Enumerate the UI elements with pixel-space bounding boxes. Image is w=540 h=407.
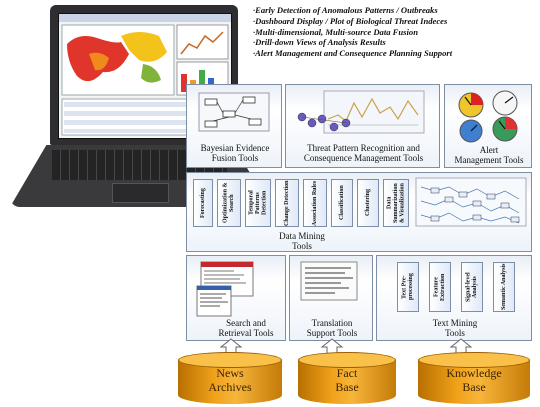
db-knowledge-line1: Knowledge [446, 366, 502, 380]
database-fact-base: Fact Base [298, 352, 396, 406]
alert-label-line1: Alert [479, 145, 499, 155]
text-mining-label-line1: Text Mining [432, 318, 478, 328]
threat-pattern-panel: Threat Pattern Recognition and Consequen… [285, 84, 440, 168]
bayesian-label-line2: Fusion Tools [211, 153, 259, 163]
data-mining-label-line1: Data Mining [279, 231, 325, 241]
search-retrieval-panel: Search and Retrieval Tools [186, 255, 286, 341]
dm-module-classification: Classification [331, 179, 353, 227]
tm-module-signal-level-analysis: Signal-level Analysis [461, 262, 483, 312]
dashboard-thumbnail [59, 14, 231, 136]
bayesian-fusion-panel: Bayesian Evidence Fusion Tools [186, 84, 282, 168]
search-label-line2: Retrieval Tools [218, 328, 274, 338]
translation-label-line1: Translation [311, 318, 353, 328]
laptop-touchpad [112, 183, 169, 203]
data-mining-panel: Forecasting Optimization & Search Tempor… [186, 172, 532, 252]
threat-label-line2: Consequence Management Tools [303, 153, 424, 163]
db-news-line1: News [216, 366, 244, 380]
search-label-line1: Search and [226, 318, 266, 328]
translation-document-graphic [300, 261, 358, 301]
bullet-item: ·Drill-down Views of Analysis Results [253, 37, 386, 48]
bullet-item: ·Dashboard Display / Plot of Biological … [253, 15, 448, 26]
bayesian-label-line1: Bayesian Evidence [200, 143, 270, 153]
db-news-line2: Archives [208, 380, 252, 394]
feature-bullet-list: ·Early Detection of Anomalous Patterns /… [253, 5, 538, 59]
dm-module-temporal-patterns: Temporal Patterns Detection [245, 179, 271, 227]
data-mining-label-line2: Tools [292, 241, 312, 251]
alert-management-panel: Alert Management Tools [444, 84, 532, 168]
bullet-item: ·Alert Management and Consequence Planni… [253, 48, 453, 59]
bullet-item: ·Multi-dimensional, Multi-source Data Fu… [253, 26, 418, 37]
dm-module-association-rules: Association Rules [303, 179, 327, 227]
database-news-archives: News Archives [178, 352, 282, 406]
bullet-item: ·Early Detection of Anomalous Patterns /… [253, 5, 438, 15]
tm-module-semantic-analysis: Semantic Analysis [493, 262, 515, 312]
text-mining-panel: Text Pre-processing Feature Extraction S… [376, 255, 532, 341]
text-mining-label-line2: Tools [445, 328, 465, 338]
db-knowledge-line2: Base [462, 380, 486, 394]
database-knowledge-base: Knowledge Base [418, 352, 530, 406]
db-fact-line1: Fact [336, 366, 358, 380]
db-fact-line2: Base [335, 380, 359, 394]
tm-module-feature-extraction: Feature Extraction [429, 262, 451, 312]
dm-module-clustering: Clustering [357, 179, 379, 227]
threat-pattern-graphic [297, 90, 425, 134]
data-mining-graph-graphic [415, 177, 527, 227]
dm-module-data-summarization: Data Summarization & Visualization [383, 179, 409, 227]
laptop-screen-dashboard [58, 13, 232, 139]
search-screens-graphic [196, 261, 254, 317]
alert-label-line2: Management Tools [454, 155, 524, 165]
dm-module-optimization: Optimization & Search [217, 179, 241, 227]
translation-support-panel: Translation Support Tools [289, 255, 373, 341]
dm-module-forecasting: Forecasting [193, 179, 213, 227]
alert-gauges-graphic [458, 90, 518, 143]
tm-module-text-preprocessing: Text Pre-processing [397, 262, 419, 312]
translation-label-line2: Support Tools [306, 328, 358, 338]
bayesian-network-graphic [198, 92, 270, 132]
threat-label-line1: Threat Pattern Recognition and [307, 143, 420, 153]
dm-module-change-detection: Change Detection [275, 179, 299, 227]
